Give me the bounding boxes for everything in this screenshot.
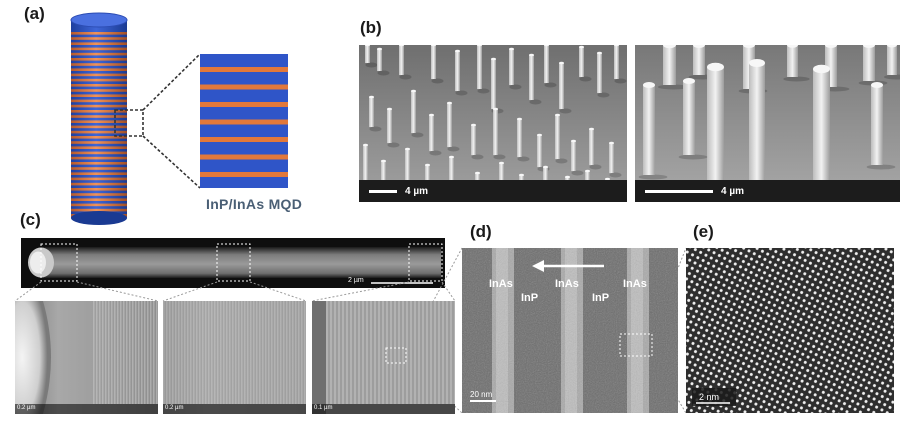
layer-label-3: InAs bbox=[555, 278, 579, 290]
scale-bar-d bbox=[470, 400, 496, 402]
zoomed-stripes bbox=[200, 67, 288, 177]
layer-label-5: InAs bbox=[623, 278, 647, 290]
nanowire-schematic bbox=[70, 12, 288, 225]
zoom-box bbox=[114, 109, 144, 137]
stem-crop-2 bbox=[163, 301, 306, 414]
scale-label-c3: 0.1 µm bbox=[314, 405, 333, 411]
stem-crop-1 bbox=[15, 301, 158, 414]
atomic-lattice bbox=[686, 248, 894, 413]
nanowire-top-cap bbox=[70, 12, 128, 28]
layer-label-1: InAs bbox=[489, 278, 513, 290]
scale-label-b-left: 4 µm bbox=[405, 185, 428, 197]
scale-bar-b-left: 4 µm bbox=[359, 180, 627, 202]
zoom-line-bottom bbox=[142, 135, 201, 189]
stem-crop-3 bbox=[312, 301, 455, 414]
zoom-line-top bbox=[142, 53, 201, 111]
scale-label-c2: 0.2 µm bbox=[165, 405, 184, 411]
panel-label-b: (b) bbox=[360, 18, 382, 37]
scale-label-c1: 0.2 µm bbox=[17, 405, 36, 411]
panel-label-c: (c) bbox=[20, 210, 41, 229]
scale-label-b-right: 4 µm bbox=[721, 185, 744, 197]
scale-label-d: 20 nm bbox=[470, 390, 493, 399]
scale-label-c-top: 2 µm bbox=[348, 277, 364, 284]
stem-overview bbox=[21, 238, 445, 288]
panel-label-e: (e) bbox=[693, 222, 714, 241]
layer-label-4: InP bbox=[592, 292, 610, 304]
layer-label-2: InP bbox=[521, 292, 539, 304]
panel-label-d: (d) bbox=[470, 222, 492, 241]
panel-label-a: (a) bbox=[24, 4, 45, 23]
scale-bar-b-right: 4 µm bbox=[635, 180, 900, 202]
hrtem-layers bbox=[462, 248, 678, 413]
mqd-caption: InP/InAs MQD bbox=[206, 196, 303, 212]
scale-label-e: 2 nm bbox=[699, 392, 720, 402]
nanowire-bottom-cap bbox=[71, 211, 127, 225]
